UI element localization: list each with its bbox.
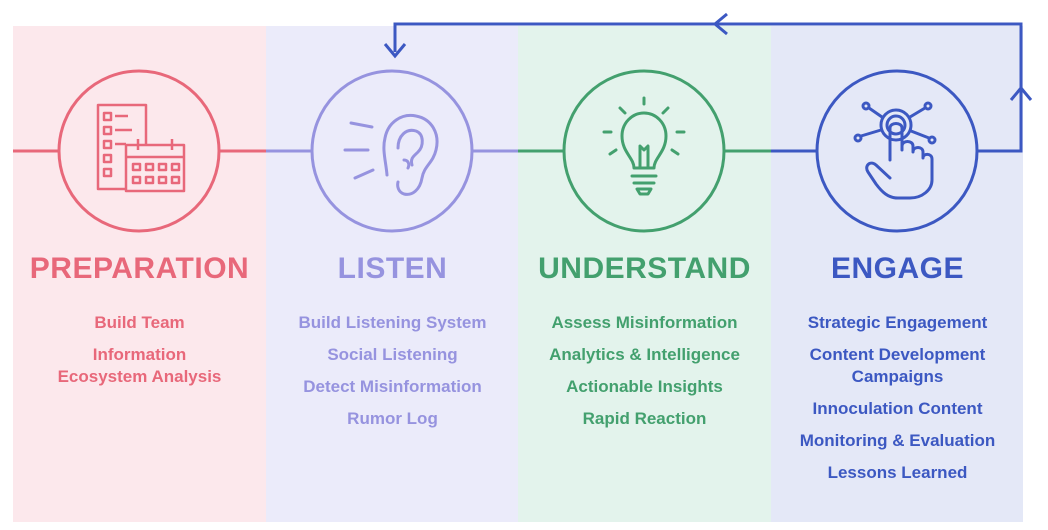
stage-items-preparation: Build Team Information Ecosystem Analysi… [13, 312, 266, 398]
list-item: Actionable Insights [566, 377, 723, 396]
list-item: Detect Misinformation [303, 377, 482, 396]
stage-title-preparation: PREPARATION [29, 252, 250, 285]
list-item: Assess Misinformation [551, 313, 738, 332]
understand-circle [562, 69, 726, 233]
understand-panel [518, 26, 771, 522]
list-item: Strategic Engagement [807, 313, 988, 332]
stage-title-understand: UNDERSTAND [538, 252, 751, 285]
listen-panel [266, 26, 519, 522]
list-item: Build Team [94, 313, 185, 332]
checklist-calendar-icon [96, 103, 186, 193]
arrowhead-left-icon [712, 12, 728, 36]
stage-title-engage: ENGAGE [830, 252, 965, 285]
list-item: Innoculation Content [812, 399, 983, 418]
list-item: Lessons Learned [827, 463, 968, 482]
listen-circle [310, 69, 474, 233]
arrowhead-up-icon [1009, 85, 1033, 101]
arrowhead-down-icon [383, 43, 407, 59]
list-item: Monitoring & Evaluation [799, 431, 996, 450]
stage-items-listen: Build Listening System Social Listening … [266, 312, 519, 440]
list-item: Information Ecosystem Analysis [57, 345, 222, 386]
lightbulb-icon [602, 96, 686, 196]
list-item: Build Listening System [298, 313, 487, 332]
stage-title-listen: LISTEN [337, 252, 448, 285]
preparation-circle [57, 69, 221, 233]
list-item: Rumor Log [347, 409, 438, 428]
engage-circle [815, 69, 979, 233]
preparation-panel [13, 26, 266, 522]
ear-icon [343, 113, 439, 196]
list-item: Social Listening [327, 345, 458, 364]
feedback-loop-arrow [393, 22, 1023, 153]
list-item: Content Development Campaigns [809, 345, 986, 386]
touch-hand-network-icon [853, 101, 937, 200]
stage-items-understand: Assess Misinformation Analytics & Intell… [518, 312, 771, 440]
list-item: Analytics & Intelligence [549, 345, 740, 364]
list-item: Rapid Reaction [582, 409, 707, 428]
stage-items-engage: Strategic Engagement Content Development… [771, 312, 1024, 494]
